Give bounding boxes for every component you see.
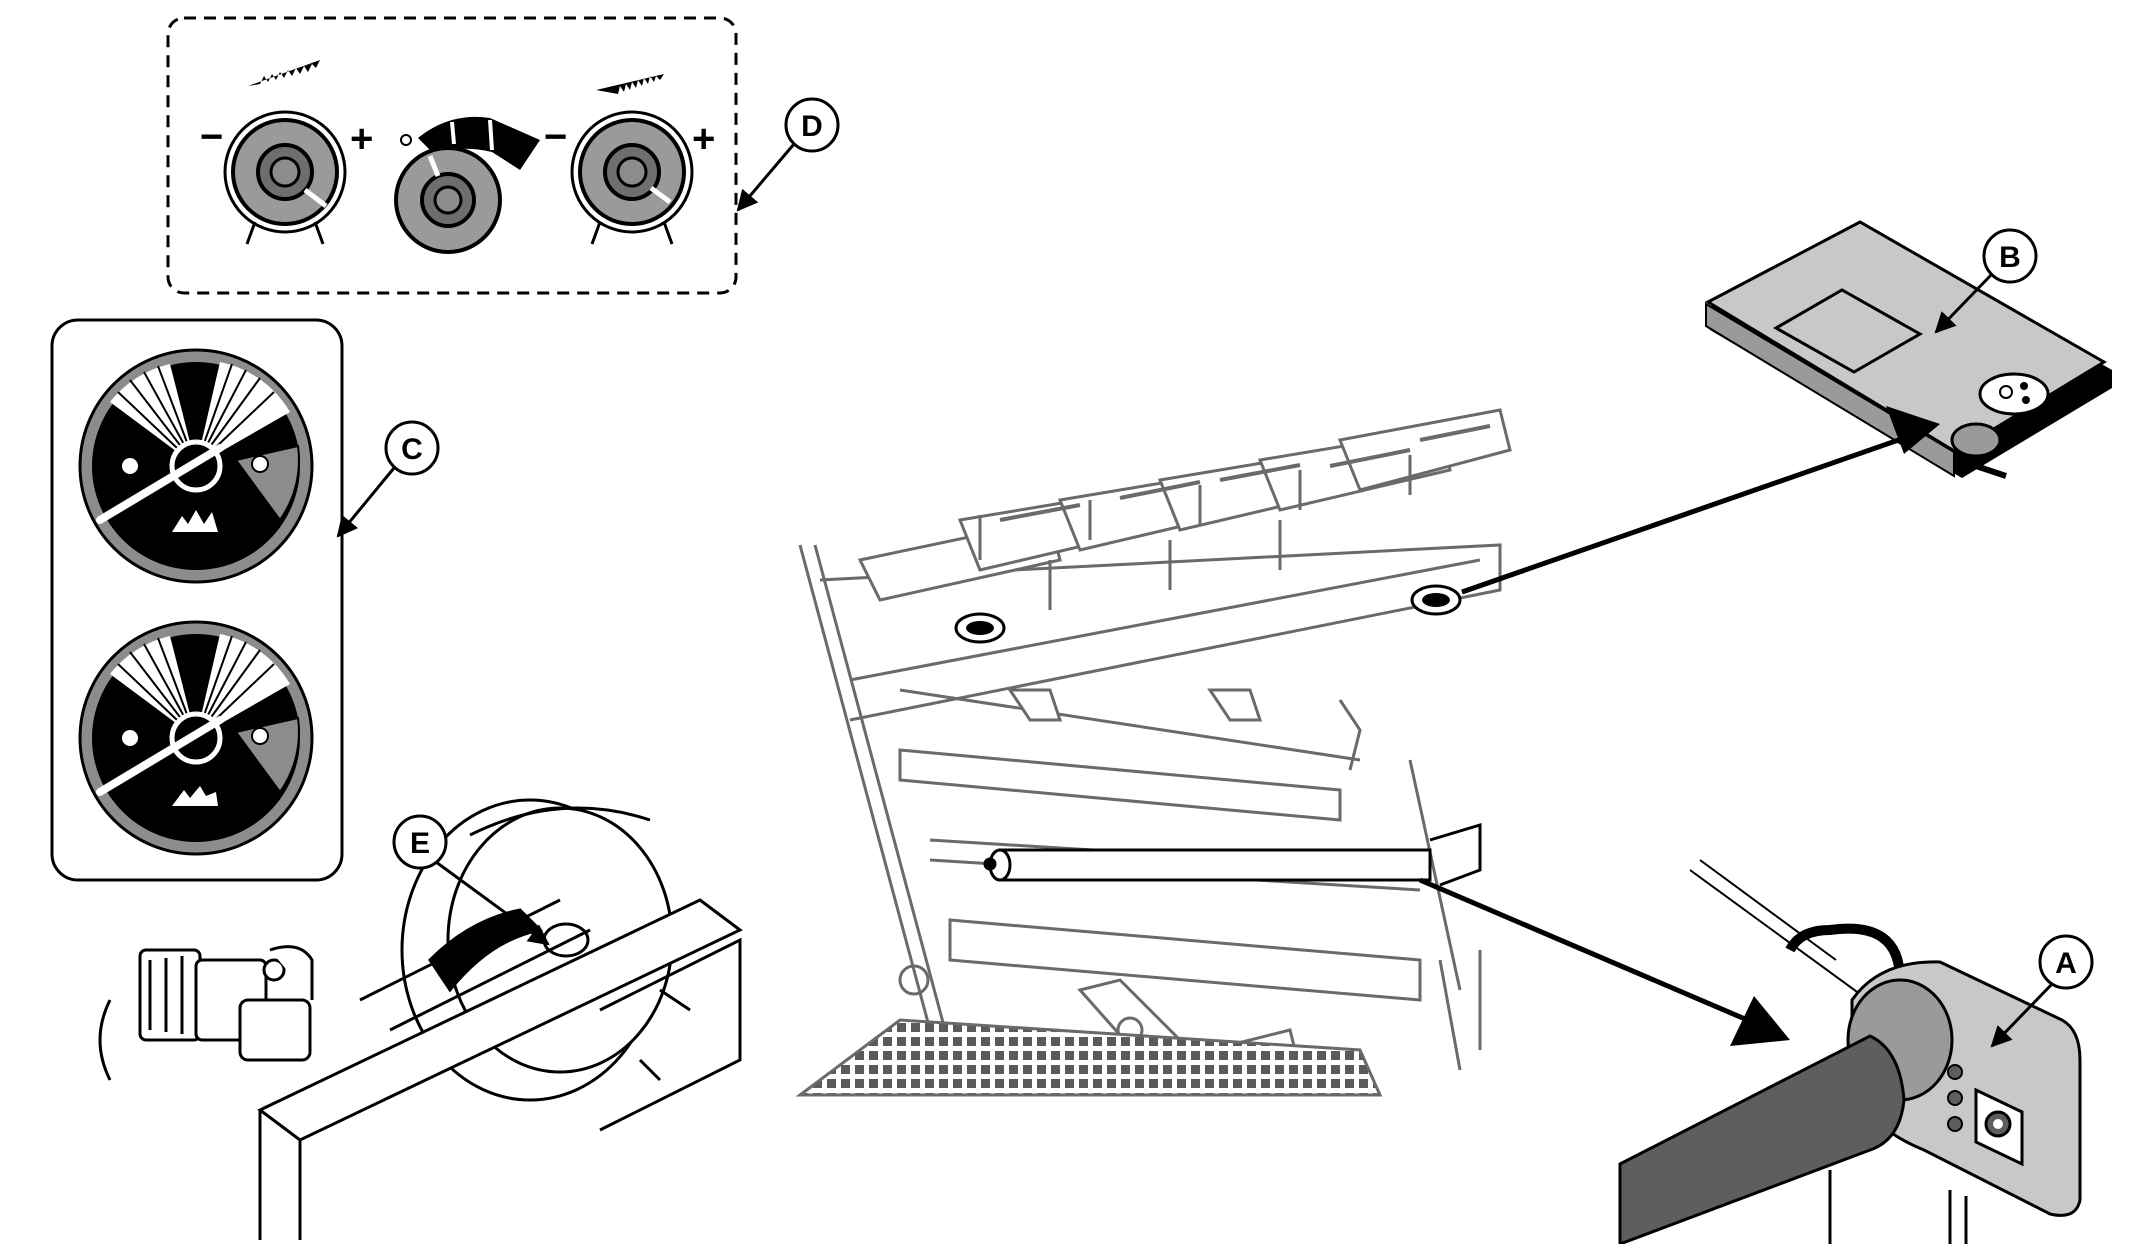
speed-sensor-module-a: A [1618, 859, 2094, 1244]
sensor-module-b: B [1704, 220, 2112, 479]
cleaning-shoe-assembly [795, 408, 1512, 1097]
lower-loss-gauge [78, 620, 314, 856]
crossbar-shaft [983, 822, 1482, 887]
speed-sensor-e [138, 945, 314, 1062]
single-slope-icon [248, 60, 320, 86]
right-knob-minus-label: − [544, 115, 567, 159]
zero-indicator-icon [400, 134, 412, 146]
loss-sieve-icon [172, 510, 218, 532]
knob-panel-border [166, 16, 738, 295]
multi-slope-icon [596, 74, 664, 94]
gauge-panel-c: C [50, 318, 440, 882]
callout-e: E [392, 814, 550, 946]
callout-e-label: E [410, 827, 430, 860]
left-knob-minus-label: − [200, 115, 223, 159]
loss-rotor-icon [172, 786, 218, 806]
callout-b: B [1934, 228, 2038, 334]
knob-panel-d: − + − + D [166, 16, 840, 295]
left-sensitivity-knob[interactable]: − + [200, 60, 373, 245]
callout-b-label: B [1999, 241, 2021, 274]
callout-a: A [1990, 934, 2094, 1048]
arrow-to-sensor-b [1461, 433, 1911, 595]
callout-d: D [736, 97, 840, 212]
left-knob-plus-label: + [350, 117, 373, 161]
right-sensitivity-knob[interactable]: − + [544, 74, 715, 245]
grate-floor [795, 1018, 1383, 1097]
upper-loss-gauge [78, 348, 314, 584]
rotor-drive-assembly-e: E [98, 798, 743, 1240]
callout-c: C [336, 420, 440, 538]
callout-a-label: A [2055, 947, 2077, 980]
arrow-to-sensor-a [1419, 877, 1753, 1025]
right-knob-plus-label: + [692, 117, 715, 161]
level-arc-icon [418, 116, 540, 170]
callout-d-label: D [801, 110, 823, 143]
callout-c-label: C [401, 433, 423, 466]
middle-level-knob[interactable] [394, 116, 540, 254]
